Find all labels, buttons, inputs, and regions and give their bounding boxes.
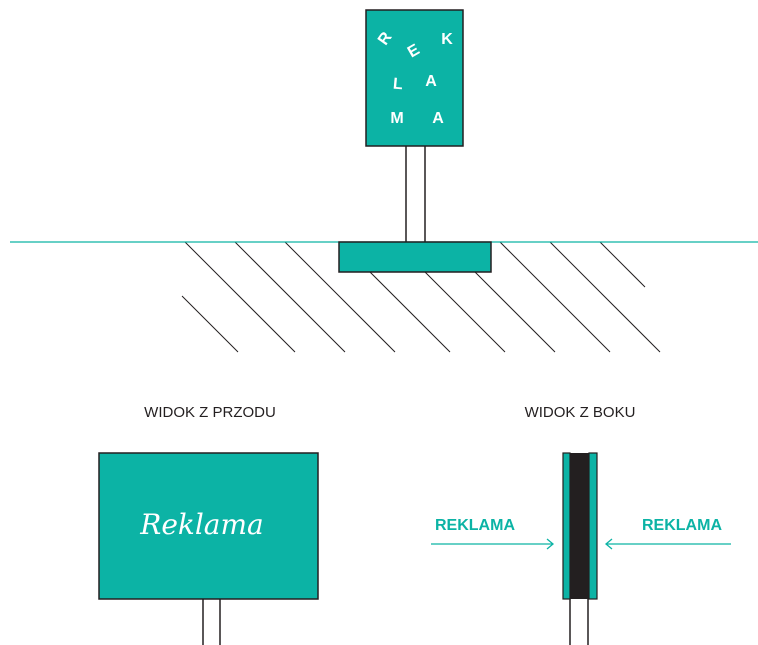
front-view-title: WIDOK Z PRZODU: [144, 404, 276, 421]
sign-letter-m: M: [390, 110, 403, 127]
left-arrow-icon: [431, 538, 555, 550]
sign-pole: [405, 146, 426, 242]
sign-letter-a1: A: [425, 73, 437, 90]
side-view-title: WIDOK Z BOKU: [525, 404, 636, 421]
side-view-right-label: REKLAMA: [642, 517, 722, 534]
side-view-core: [570, 453, 589, 599]
front-view-pole: [202, 599, 221, 645]
sign-foundation: [338, 241, 492, 273]
sign-letter-a2: A: [432, 110, 444, 127]
side-view-pole: [569, 599, 589, 645]
side-view-left-label: REKLAMA: [435, 517, 515, 534]
side-view-right-face: [588, 452, 598, 600]
front-view-sign: [98, 452, 319, 600]
main-sign: [365, 9, 464, 147]
front-view-sign-text: Reklama: [139, 508, 264, 541]
side-view-left-face: [562, 452, 571, 600]
right-arrow-icon: [604, 538, 731, 550]
sign-letter-l: L: [392, 76, 403, 94]
sign-letter-k: K: [441, 31, 453, 48]
